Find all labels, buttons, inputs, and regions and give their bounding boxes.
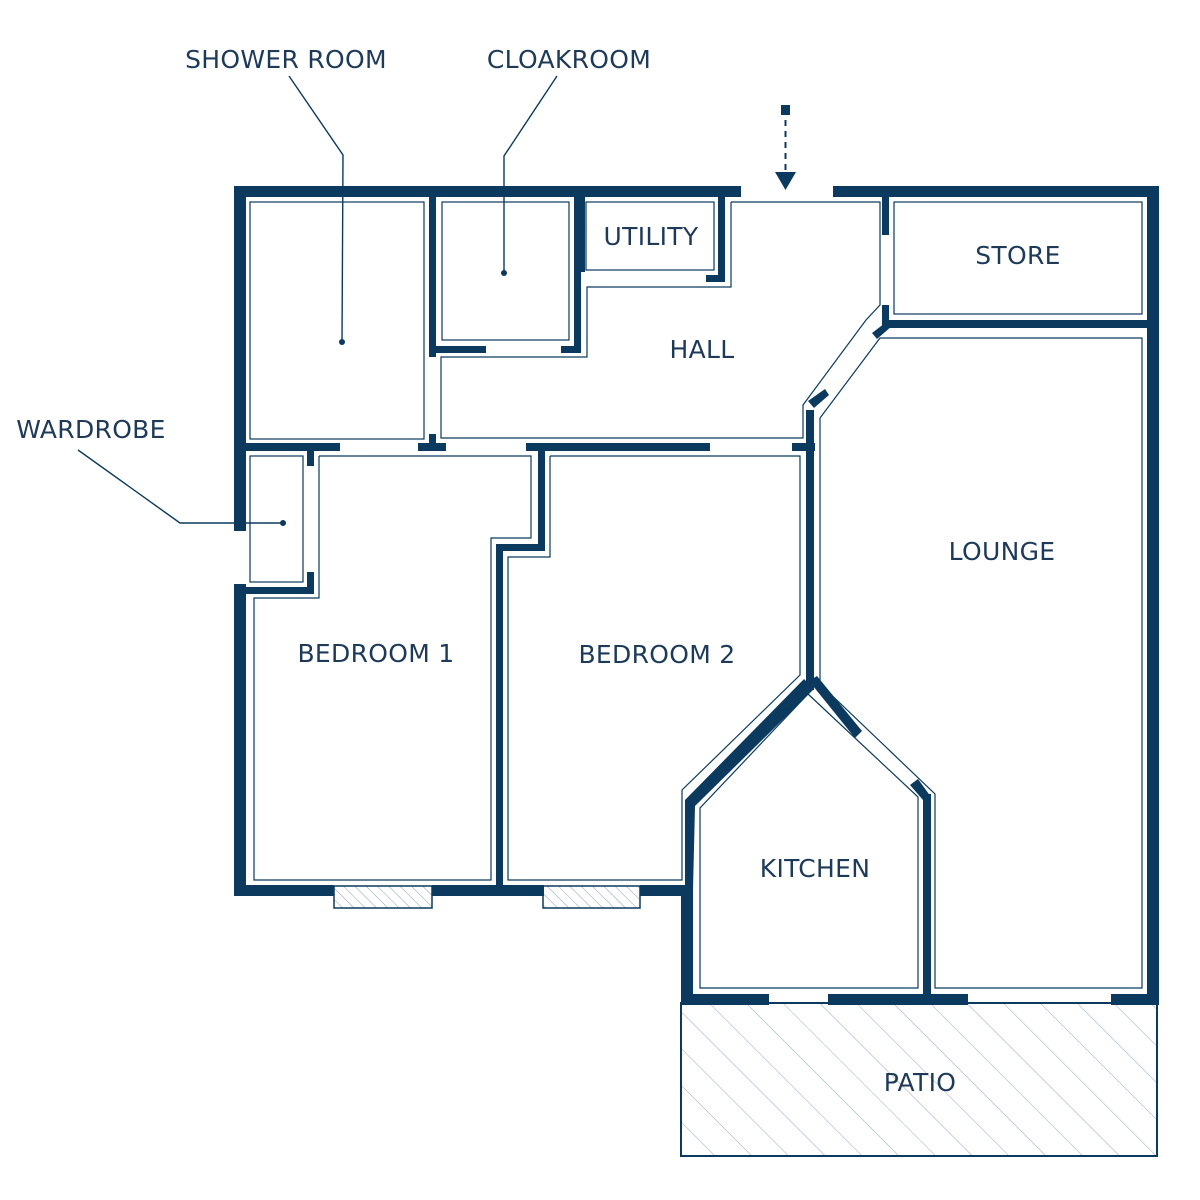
window-bedroom-2 [542,885,641,909]
window-bedroom-1 [333,885,433,909]
label-store: STORE [975,241,1060,270]
label-shower-room: SHOWER ROOM [185,45,387,74]
label-lounge: LOUNGE [949,537,1056,566]
leader-cloakroom [503,75,558,273]
label-patio: PATIO [884,1068,956,1097]
leader-wardrobe [77,449,283,524]
room-outlines [249,201,1143,989]
patio-area [680,1002,1158,1157]
interior-walls [234,197,1159,1000]
label-bedroom-1: BEDROOM 1 [297,639,454,668]
label-kitchen: KITCHEN [760,854,870,883]
label-bedroom-2: BEDROOM 2 [578,640,735,669]
leader-lines [77,75,558,526]
label-utility: UTILITY [604,222,699,251]
leader-shower-room [288,75,344,343]
label-cloakroom: CLOAKROOM [487,45,651,74]
outer-walls [234,186,1159,1005]
arrow-down-dashed-icon [775,105,796,190]
label-hall: HALL [670,335,735,364]
label-wardrobe: WARDROBE [16,415,165,444]
